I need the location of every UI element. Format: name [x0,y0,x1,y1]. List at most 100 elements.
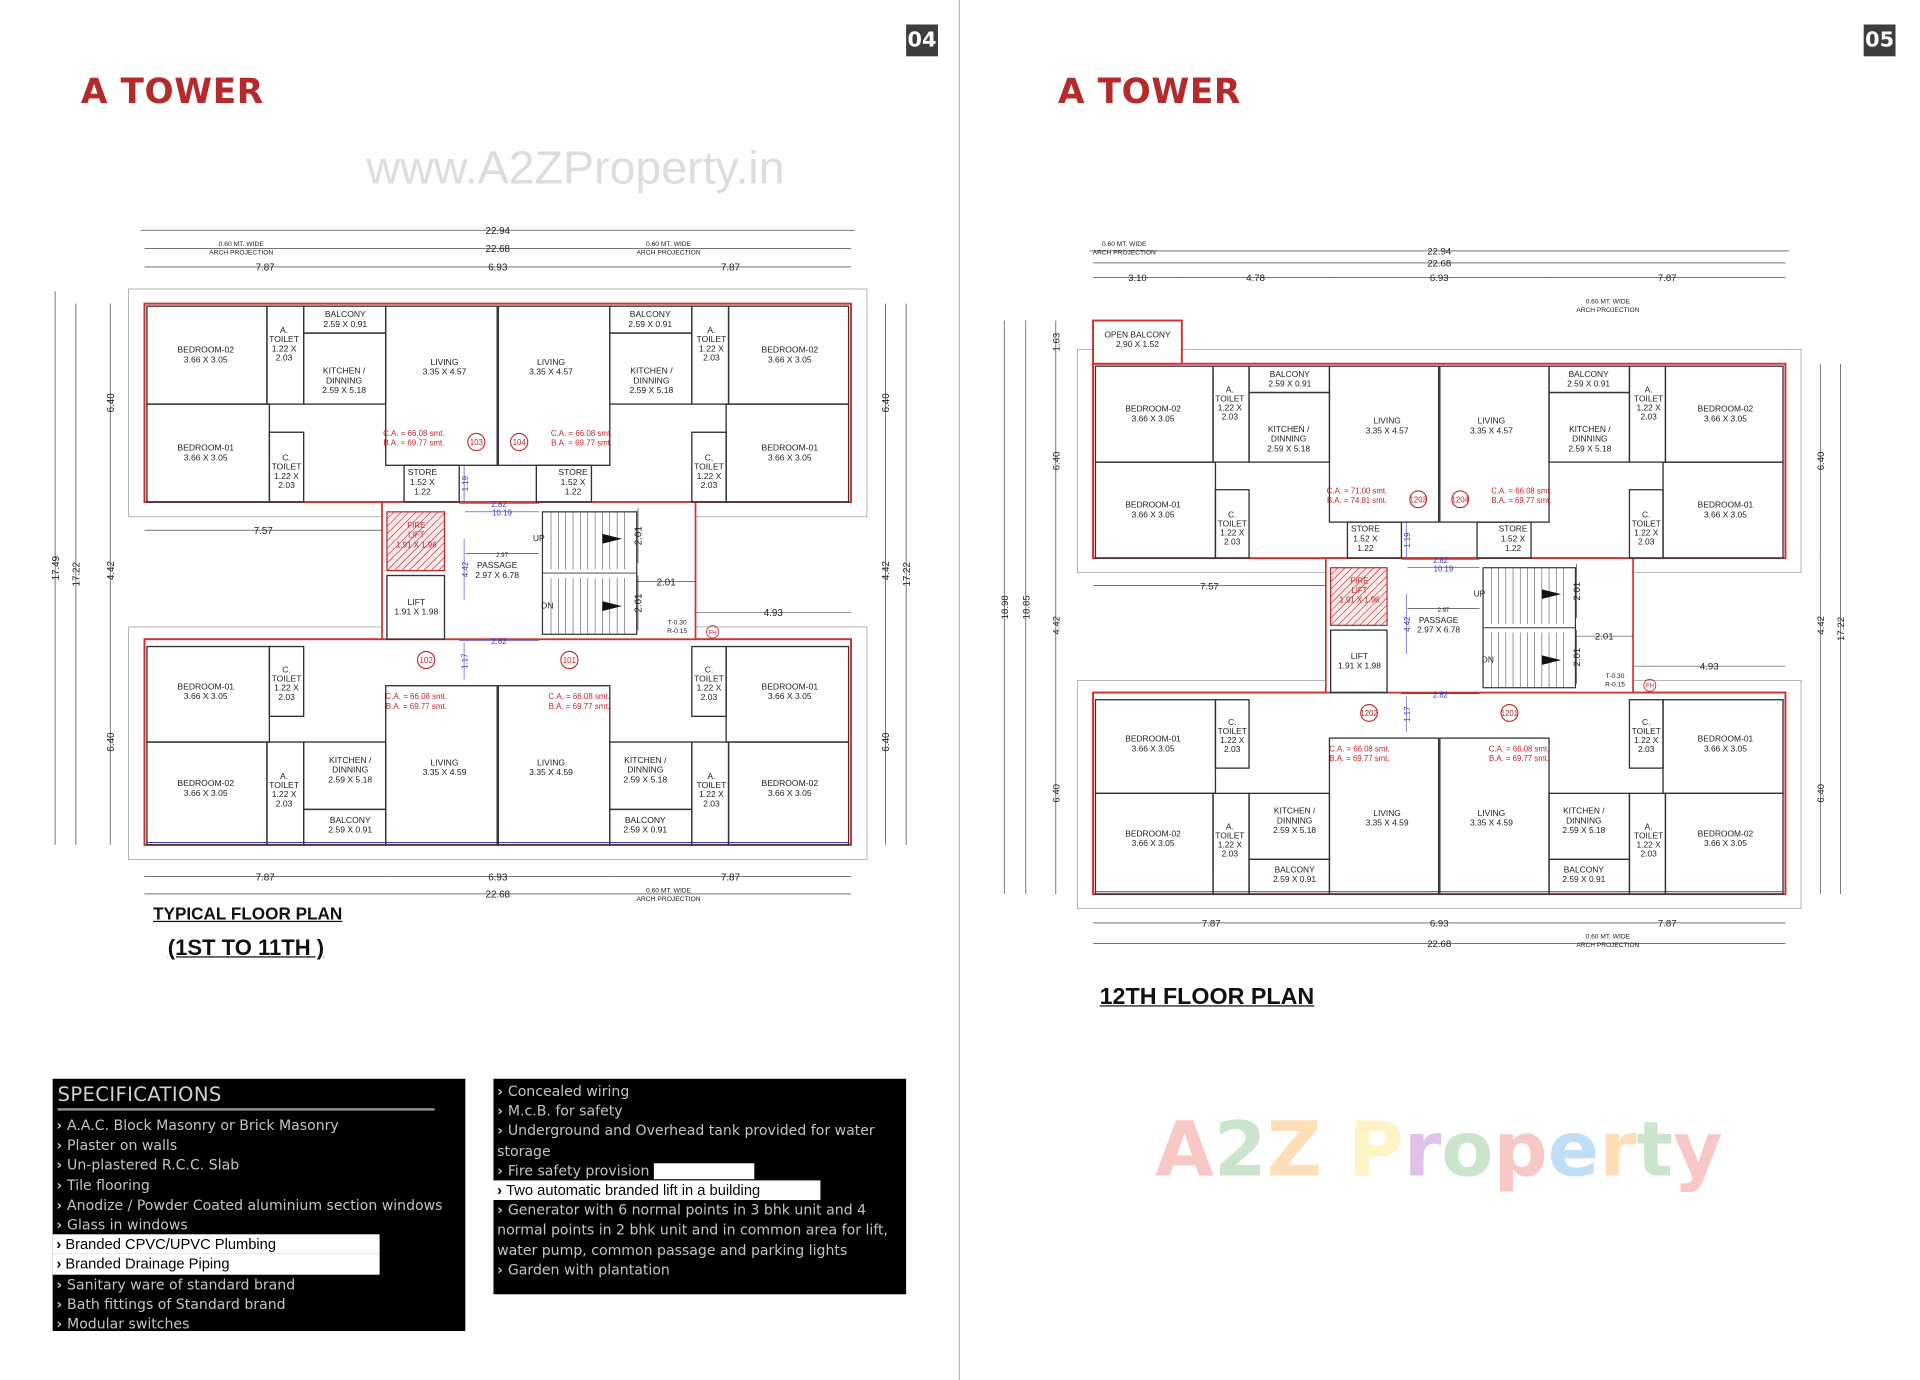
room-label: 2.03 [1638,536,1655,546]
specifications-box-right: › Concealed wiring› M.c.B. for safety› U… [493,1078,907,1295]
room-outline [1628,489,1664,559]
room-label: 3.35 X 4.59 [1470,818,1513,828]
room-label: BEDROOM-02 [761,345,818,355]
dimension-label: 4.42 [1051,616,1062,635]
dimension-label: 4.42 [106,561,117,580]
room-label: BALCONY [1569,369,1610,379]
built-area-label: B.A. = 69.77 smt. [386,702,447,711]
logo-letter: e [1548,1106,1599,1194]
room-label: 2.03 [701,692,718,702]
carpet-area-label: C.A. = 66.08 smt. [383,429,445,438]
spec-item: › Un-plastered R.C.C. Slab [53,1155,466,1175]
fire-hydrant-label: FH [709,629,717,636]
room-outline [1328,737,1440,895]
hatch-line [1359,597,1388,626]
hatch-line [1344,583,1388,626]
arch-projection-note: 0.60 MT. WIDE [646,241,692,248]
room-label: A. [280,771,288,781]
logo-letter: r [1599,1106,1637,1194]
dimension-label: 6.93 [1430,273,1449,284]
room-outline [1439,737,1550,895]
room-outline [385,685,498,846]
bullet-arrow-icon: › [497,1201,508,1219]
dimension-label: 22.68 [486,890,511,901]
built-area-label: B.A. = 69.77 smt. [549,702,610,711]
room-label: TOILET [1218,726,1247,736]
room-label: STORE [408,467,438,477]
room-label: 1.22 X [697,683,722,693]
room-label: TOILET [1215,830,1244,840]
room-label: 3.35 X 4.59 [1366,818,1409,828]
room-label: BEDROOM-02 [1698,829,1754,839]
spec-item-text: Anodize / Powder Coated aluminium sectio… [67,1196,443,1214]
spec-list-left: › A.A.C. Block Masonry or Brick Masonry›… [52,1116,466,1334]
room-label: C. [1642,717,1650,727]
dimension-label: 4.42 [1403,617,1412,632]
carpet-area-label: C.A. = 66.08 smt. [1489,744,1549,753]
arch-projection-note: ARCH PROJECTION [1576,307,1639,314]
unit-number-circle [417,650,436,670]
room-label: 2.59 X 0.91 [1562,874,1605,884]
bullet-arrow-icon: › [56,1235,66,1253]
room-label: 2.59 X 5.18 [1267,443,1310,453]
room-outline [1628,792,1667,895]
room-label: DINNING [1566,815,1601,825]
room-label: BEDROOM-01 [761,681,818,691]
dimension-label: 6.40 [881,732,892,752]
room-label: DINNING [633,375,669,385]
fire-hydrant-label: FH [1646,684,1654,690]
room-label: TOILET [697,780,728,790]
lift-label: LIFT [408,597,426,607]
room-label: 2.59 X 5.18 [1562,825,1605,835]
arch-projection-note: ARCH PROJECTION [1576,942,1639,949]
spec-item: › Fire safety provision [493,1161,906,1181]
room-label: BEDROOM-01 [177,681,234,691]
dimension-label: 4.78 [1246,273,1265,284]
dimension-label: 7.87 [721,872,740,883]
dimension-label: 18.85 [1021,595,1032,619]
room-label: TOILET [694,673,725,683]
passage-label: PASSAGE [477,560,518,570]
spec-item: › Plaster on walls [53,1135,466,1155]
dimension-label: 2.82 [1433,690,1448,699]
dimension-label: 2.01 [657,577,676,588]
room-label: 3.66 X 3.05 [1132,509,1175,519]
unit-number: 103 [470,438,484,447]
lift-label: 1.91 X 1.98 [1338,661,1381,671]
spec-item: › Garden with plantation [493,1260,906,1280]
website-watermark: www.A2ZProperty.in [366,142,785,194]
down-arrow-icon [1541,655,1562,665]
hatch-line [394,520,445,571]
room-label: BEDROOM-01 [177,443,234,453]
room-label: C. [282,664,291,674]
room-label: BEDROOM-02 [177,345,234,355]
room-label: 2.59 X 0.91 [628,319,672,329]
room-label: C. [705,664,714,674]
bullet-arrow-icon: › [56,1156,68,1174]
dimension-label: 1.19 [461,475,470,491]
room-label: 3.66 X 3.05 [768,452,812,462]
room-label: 1.22 X [272,343,297,353]
room-outline [1628,699,1664,769]
bullet-arrow-icon: › [56,1196,68,1214]
dimension-label: 4.93 [1700,662,1719,673]
room-label: 2.03 [1638,744,1655,754]
room-label: DINNING [326,375,362,385]
stair-up-label: UP [533,533,545,543]
room-label: C. [1228,509,1236,519]
dimension-label: 6.40 [106,393,117,413]
stair-down-label: DN [1482,655,1494,665]
bullet-arrow-icon: › [56,1136,68,1154]
room-label: TOILET [272,673,303,683]
stair-down-label: DN [541,601,553,611]
arch-projection-note: 0.60 MT. WIDE [1586,299,1631,306]
room-label: BEDROOM-01 [1125,734,1181,744]
dimension-label: 10.19 [1434,564,1454,573]
room-label: 3.66 X 3.05 [768,788,812,798]
hatch-line [1330,568,1388,626]
room-label: 2.59 X 5.18 [1273,825,1316,835]
hatch-line [423,549,445,571]
